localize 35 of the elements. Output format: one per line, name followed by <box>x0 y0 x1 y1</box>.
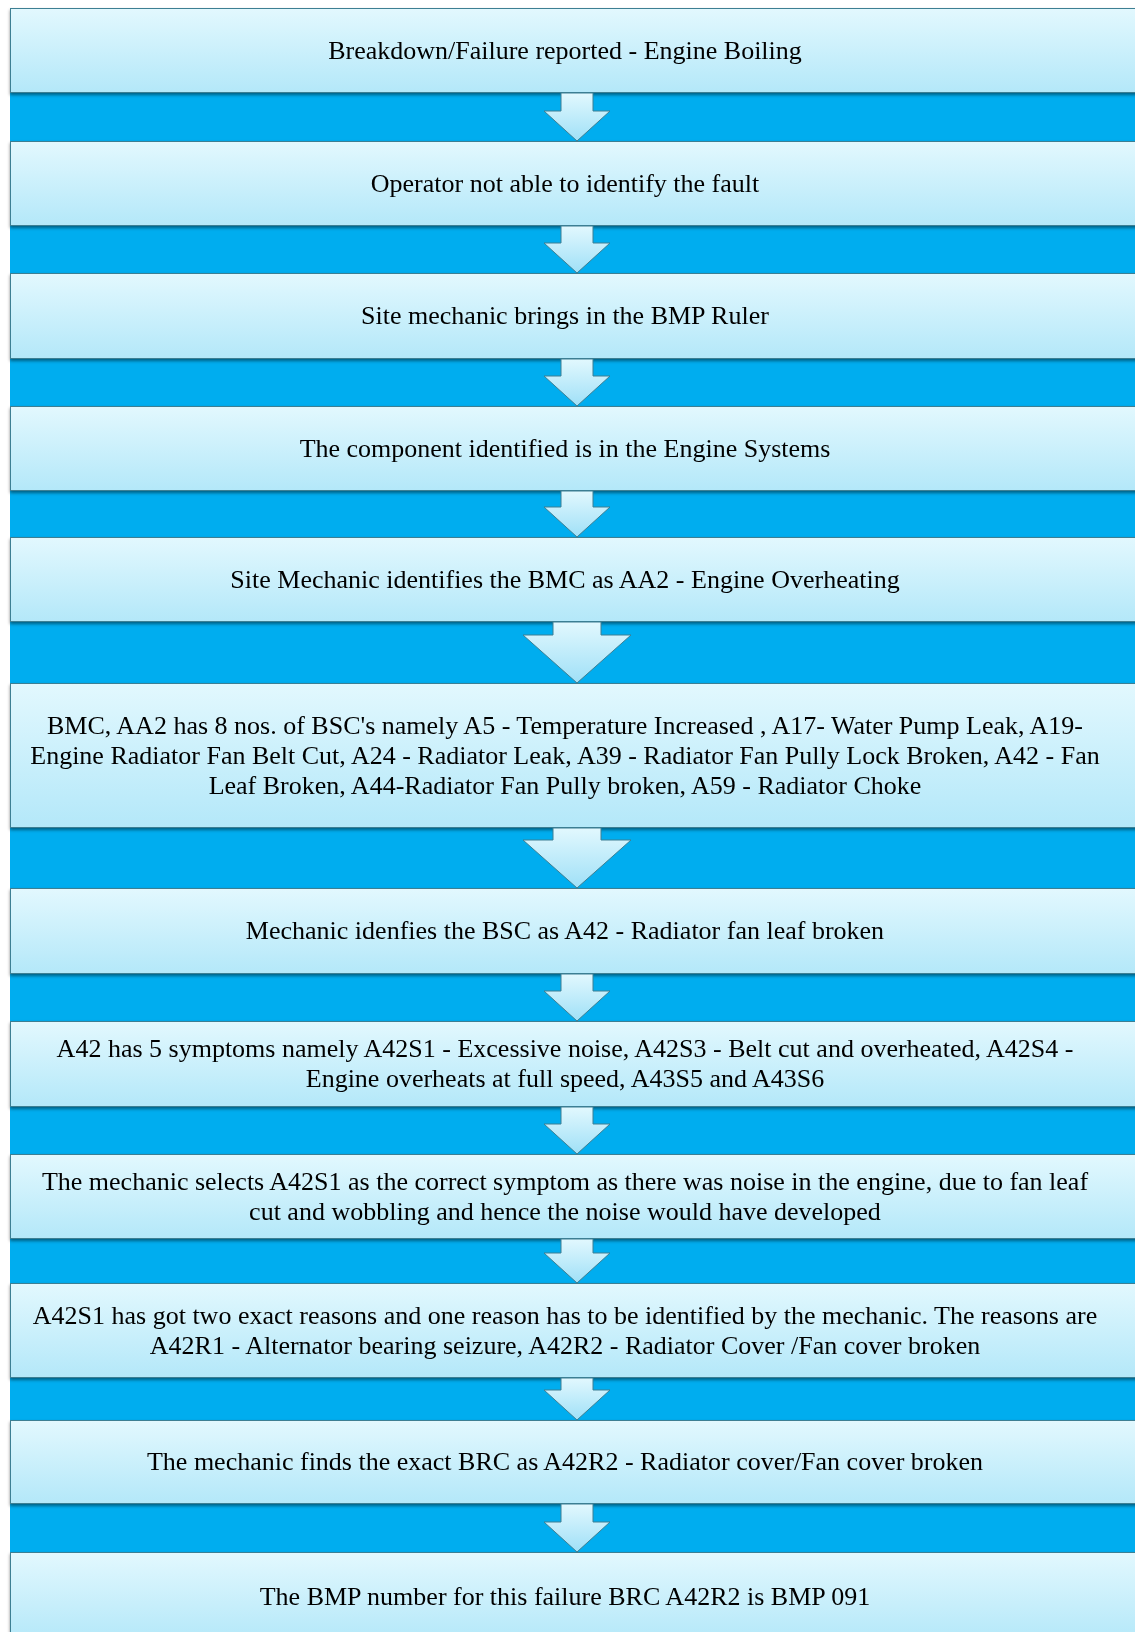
process-box <box>10 8 1135 93</box>
step-text: The component identified is in the Engine Systems <box>299 433 831 464</box>
down-arrow <box>543 1106 611 1155</box>
process-box <box>10 1420 1135 1504</box>
down-arrow <box>543 225 611 274</box>
process-box <box>10 1154 1135 1239</box>
down-arrow <box>543 1377 611 1421</box>
down-arrow <box>543 1238 611 1284</box>
down-arrow <box>522 621 632 684</box>
step-text: Mechanic idenfies the BSC as A42 - Radiator fan leaf broken <box>245 916 885 946</box>
down-arrow <box>543 358 611 407</box>
down-arrow <box>543 973 611 1022</box>
down-arrow <box>543 490 611 538</box>
down-arrow <box>543 92 611 142</box>
step-text: Operator not able to identify the fault <box>370 168 760 199</box>
process-box <box>10 1283 1135 1378</box>
process-box <box>10 888 1135 974</box>
process-box <box>10 1021 1135 1107</box>
process-box <box>10 683 1135 828</box>
step-text: The mechanic finds the exact BRC as A42R2 - Radiator cover/Fan cover broken <box>146 1447 984 1477</box>
process-box <box>10 273 1135 359</box>
step-text: The BMP number for this failure BRC A42R2 is BMP 091 <box>259 1582 871 1612</box>
step-text: Breakdown/Failure reported - Engine Boiling <box>328 35 802 66</box>
process-box <box>10 537 1135 622</box>
step-text: Site Mechanic identifies the BMC as AA2 - Engine Overheating <box>230 564 900 595</box>
process-box <box>10 141 1135 226</box>
process-box <box>10 1552 1135 1632</box>
down-arrow <box>543 1503 611 1553</box>
step-text: The mechanic selects A42S1 as the correct symptom as there was noise in the engine, due to fan leaf cut and wobbling and hence the noise would have developed <box>40 1166 1090 1227</box>
process-box <box>10 406 1135 491</box>
step-text: A42S1 has got two exact reasons and one reason has to be identified by the mechanic. The reasons are A42R1 - Alternator bearing seizure, A42R2 - Radiator Cover /Fan cover broken <box>31 1300 1099 1361</box>
down-arrow <box>522 827 632 889</box>
step-text: A42 has 5 symptoms namely A42S1 - Excessive noise, A42S3 - Belt cut and overheated, A42S4 - Engine overheats at full speed, A43S5 and A43S6 <box>55 1034 1075 1094</box>
step-text: BMC, AA2 has 8 nos. of BSC's namely A5 - Temperature Increased , A17- Water Pump Leak, A19- Engine Radiator Fan Belt Cut, A24 - Radiator Leak, A39 - Radiator Fan Pully Lock Broken, A42 - Fan Leaf Broken, A44-Radiator Fan Pully broken, A59 - Radiator Choke <box>29 710 1101 801</box>
step-text: Site mechanic brings in the BMP Ruler <box>361 301 769 331</box>
